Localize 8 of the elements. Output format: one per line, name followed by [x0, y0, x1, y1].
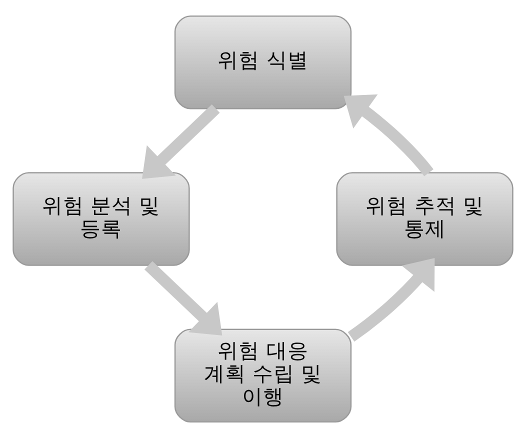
- arrow: [344, 94, 434, 176]
- arrow: [142, 104, 220, 179]
- node-box: 위험 분석 및 등록: [12, 172, 190, 266]
- node-box: 위험 식별: [174, 16, 352, 110]
- arrow: [144, 261, 222, 336]
- node-box: 위험 대응 계획 수립 및 이행: [174, 328, 352, 422]
- node-box: 위험 추적 및 통제: [336, 172, 514, 266]
- arrow: [348, 258, 435, 342]
